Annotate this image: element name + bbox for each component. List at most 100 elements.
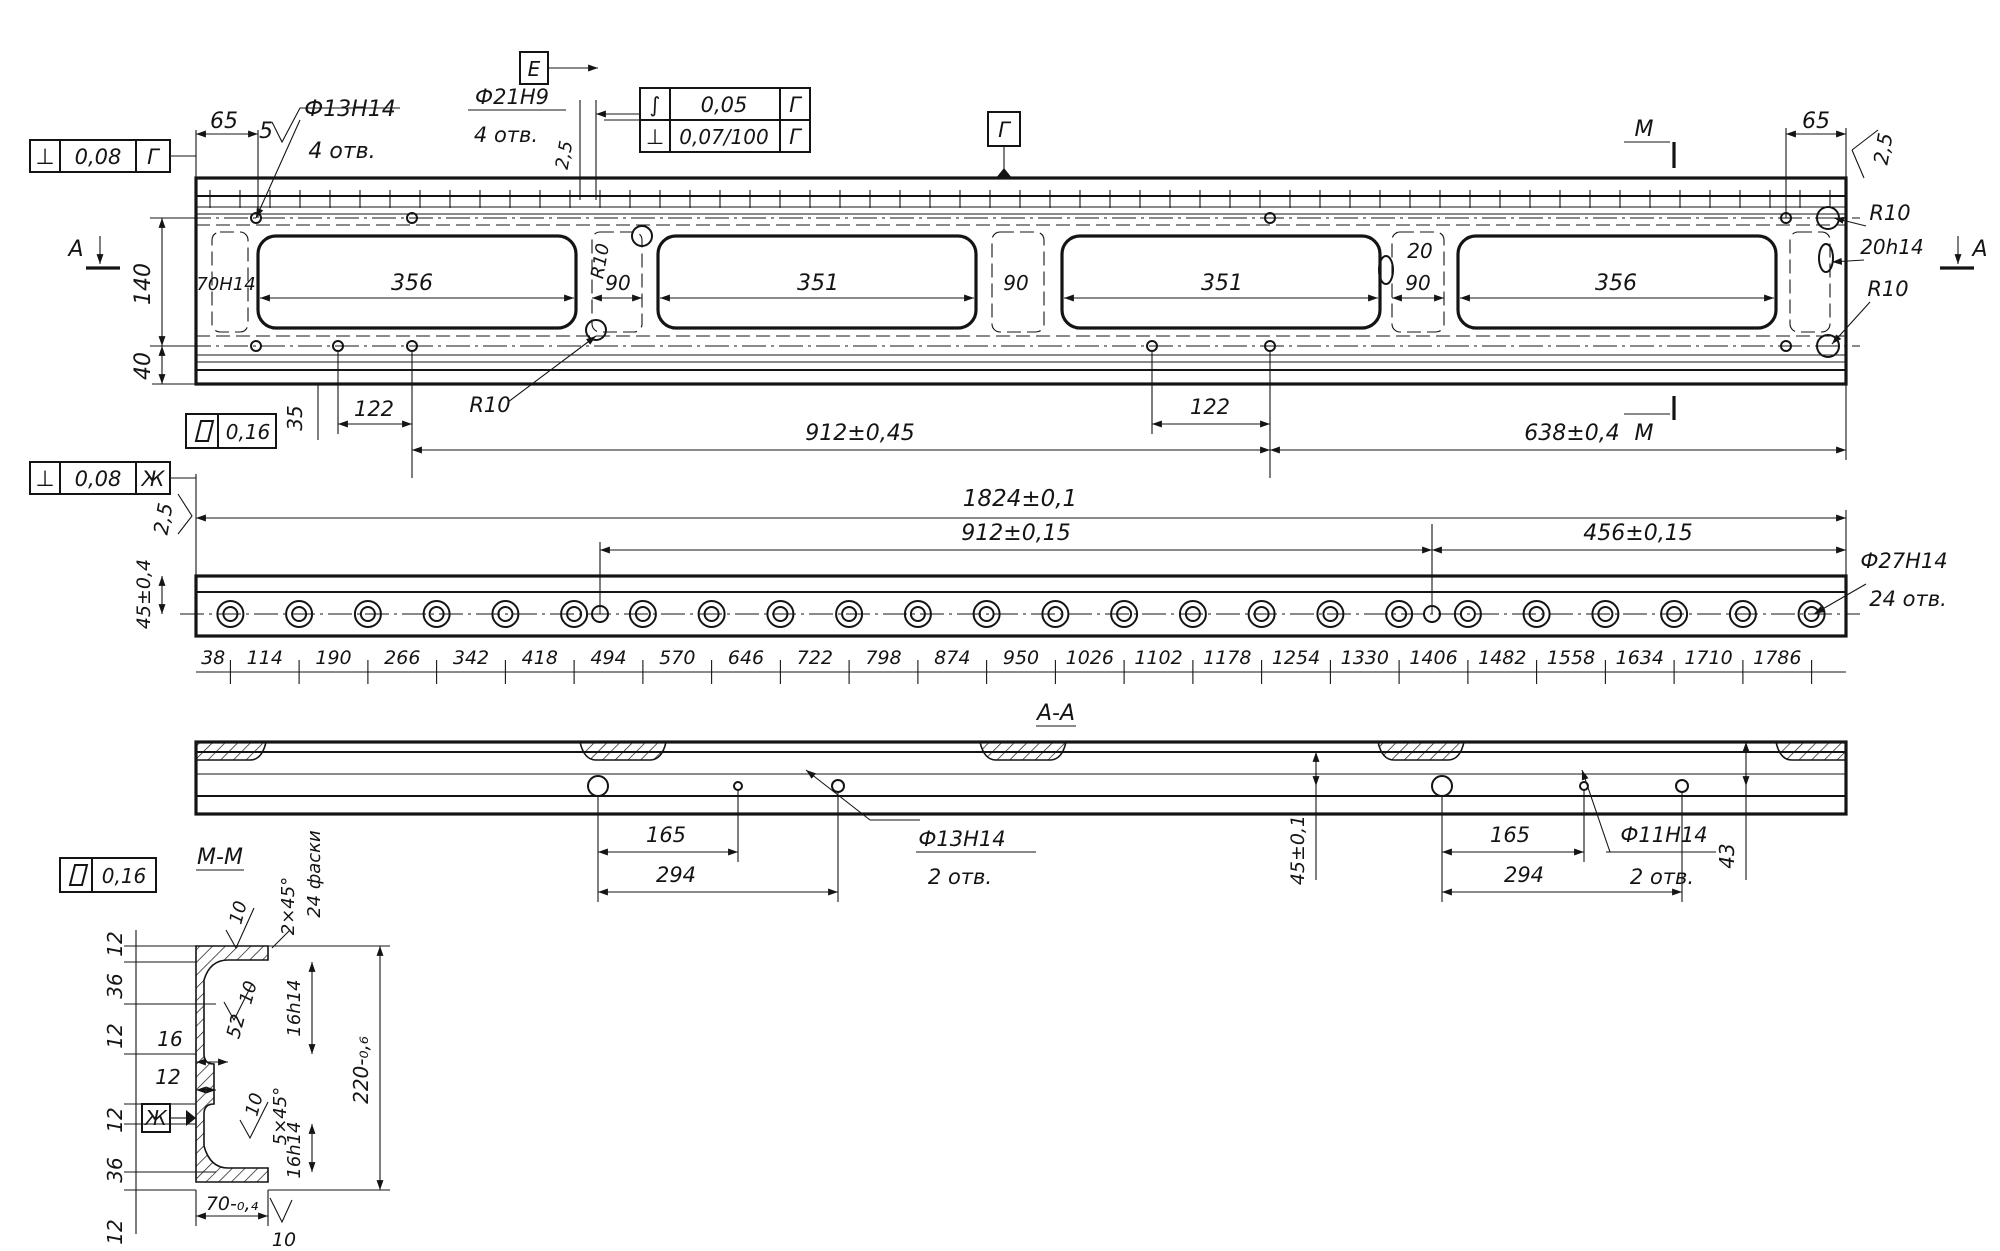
- flatness-frame-0-16: 0,16: [185, 413, 277, 449]
- aa-holes-11-label: Ф11Н14: [1620, 823, 1707, 847]
- mm-dim-12-a: 12: [103, 931, 127, 956]
- flange-ribs: [209, 190, 1831, 208]
- section-mm: М-М 0,16 12 36 12 12 36 12 1: [59, 830, 390, 1251]
- window-4: [1456, 234, 1778, 330]
- aa-dim-294-right: 294: [1504, 863, 1544, 887]
- mm-dim-12-b: 12: [103, 1023, 127, 1048]
- window-2-dim: 351: [797, 271, 839, 296]
- section-m-top: М: [1635, 117, 1654, 142]
- mm-chamfer-bottom: 5×45°: [270, 1087, 291, 1145]
- hole-position-label: 1482: [1478, 647, 1526, 669]
- dim-912-015: 912±0,15: [961, 521, 1070, 546]
- dim-638: 638±0,4: [1524, 421, 1619, 446]
- svg-text:Г: Г: [998, 118, 1012, 142]
- hole-position-label: 1026: [1066, 647, 1114, 669]
- svg-text:⊥: ⊥: [35, 145, 54, 170]
- front-hole: [560, 600, 589, 628]
- front-hole: [1041, 600, 1070, 628]
- dim-40: 40: [131, 352, 156, 380]
- svg-text:Г: Г: [147, 145, 161, 169]
- datum-g: Г: [987, 111, 1021, 178]
- window-1-dim: 356: [391, 271, 433, 296]
- svg-text:Г: Г: [789, 125, 803, 149]
- hole-position-label: 874: [934, 647, 970, 669]
- svg-text:0,16: 0,16: [102, 864, 147, 888]
- window-1: [256, 234, 578, 330]
- aa-holes-11-count: 2 отв.: [1630, 865, 1694, 889]
- section-a-left: А: [66, 237, 83, 262]
- hole-position-label: 798: [865, 647, 901, 669]
- front-hole: [285, 600, 314, 628]
- flatness-frame: ∫ 0,05 Г ⊥ 0,07/100 Г: [639, 87, 811, 153]
- svg-text:0,07/100: 0,07/100: [679, 125, 768, 149]
- hole-position-label: 570: [659, 647, 695, 669]
- hole-position-label: 722: [797, 647, 833, 669]
- hole-position-label: 418: [522, 647, 558, 669]
- hole-position-label: 114: [247, 647, 283, 669]
- svg-text:Г: Г: [789, 93, 803, 117]
- front-holes: [216, 600, 1826, 628]
- mm-dim-36-a: 36: [103, 973, 127, 998]
- mm-chamfer-note: 24 фаски: [304, 830, 325, 918]
- front-hole: [1522, 600, 1551, 628]
- fit-70h14: 70Н14: [196, 274, 255, 295]
- front-hole: [1728, 600, 1757, 628]
- mm-dim-52: 52: [222, 1012, 250, 1041]
- front-hole: [216, 600, 245, 628]
- mm-dim-70: 70-₀,₄: [206, 1193, 259, 1215]
- hole-position-label: 1178: [1203, 647, 1251, 669]
- mm-rough-10-bottom: 10: [272, 1229, 296, 1251]
- section-a-right: А: [1970, 237, 1987, 262]
- front-hole: [1797, 600, 1826, 628]
- aa-dim-165-left: 165: [646, 823, 686, 847]
- front-hole: [628, 600, 657, 628]
- aa-dim-43: 43: [1715, 843, 1739, 868]
- window-2: [656, 234, 978, 330]
- front-hole: [1453, 600, 1482, 628]
- mm-flatness-frame: 0,16: [59, 857, 157, 893]
- dim-122-left: 122: [354, 397, 394, 421]
- hole-position-label: 494: [590, 647, 626, 669]
- window-3: [1060, 234, 1382, 330]
- mm-chamfer-top: 2×45°: [278, 877, 299, 935]
- dim-65-left: 65: [210, 109, 238, 134]
- section-aa-title: А-А: [1035, 701, 1075, 726]
- window-4-dim: 356: [1595, 271, 1637, 296]
- mm-dim-12-c: 12: [155, 1065, 180, 1089]
- value-2-5-right: 2,5: [1869, 131, 1898, 166]
- dim-65-right: 65: [1802, 109, 1830, 134]
- hole-position-label: 38: [201, 647, 225, 669]
- svg-text:∫: ∫: [650, 93, 661, 117]
- hole-position-label: 950: [1003, 647, 1039, 669]
- hole-position-label: 190: [315, 647, 351, 669]
- aa-dim-294-left: 294: [656, 863, 696, 887]
- hole-position-label: 342: [453, 647, 489, 669]
- section-aa: А-А 165 294 Ф13Н14 2 отв. 45±0,1: [194, 701, 1848, 902]
- front-hole: [1247, 600, 1276, 628]
- svg-text:⊥: ⊥: [35, 467, 54, 492]
- datum-e: Е: [519, 51, 598, 85]
- svg-text:Ж: Ж: [143, 1106, 168, 1130]
- svg-text:Е: Е: [528, 57, 541, 81]
- holes-27-count: 24 отв.: [1869, 587, 1947, 611]
- perpendicularity-frame-g: ⊥ 0,08 Г: [29, 139, 171, 173]
- front-value-2-5: 2,5: [149, 501, 178, 536]
- aa-holes-13-label: Ф13Н14: [918, 827, 1005, 851]
- holes-13-label: Ф13Н14: [304, 97, 395, 122]
- dim-912-045: 912±0,45: [805, 421, 914, 446]
- holes-21-label: Ф21Н9: [475, 85, 549, 109]
- hole-position-label: 1406: [1409, 647, 1457, 669]
- section-mm-title: М-М: [197, 845, 243, 870]
- web-90-c: 90: [1405, 271, 1430, 295]
- dim-1824: 1824±0,1: [963, 486, 1077, 512]
- svg-text:⊥: ⊥: [646, 125, 664, 149]
- mm-fit-16h14-bottom: 16h14: [284, 1121, 305, 1178]
- mm-profile: [195, 945, 269, 1183]
- mm-rough-10-mid: 10: [236, 979, 262, 1007]
- roughness-5: 5: [259, 119, 273, 144]
- hole-position-label: 1786: [1753, 647, 1801, 669]
- front-hole: [491, 600, 520, 628]
- mm-dim-220: 220-₀,₆: [349, 1036, 373, 1104]
- front-hole: [422, 600, 451, 628]
